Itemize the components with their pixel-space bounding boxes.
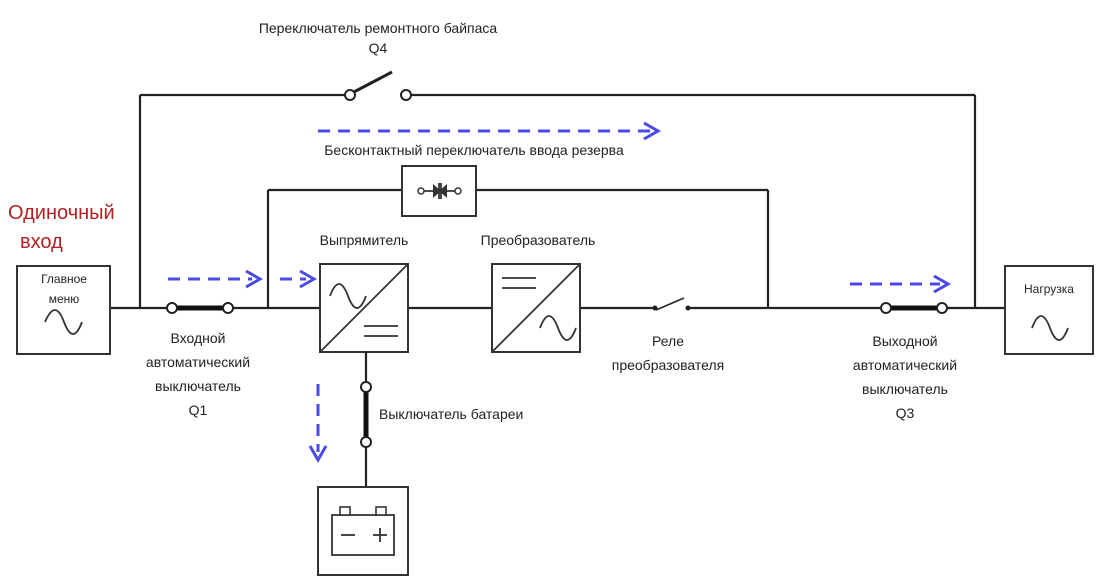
static-switch-branch xyxy=(266,188,770,308)
input-breaker-q1 xyxy=(166,302,234,314)
load-label: Нагрузка xyxy=(1024,282,1074,296)
bypass-contact-left xyxy=(344,89,356,101)
output-breaker-line3: выключатель xyxy=(862,381,948,397)
ac-symbol-icon xyxy=(329,283,367,309)
battery-branch xyxy=(360,352,372,487)
main-input-box xyxy=(16,265,111,355)
output-breaker-line1: Выходной xyxy=(872,333,937,349)
input-flow-arrow-2 xyxy=(280,269,318,289)
bypass-flow-arrow xyxy=(318,121,662,141)
rectifier-box xyxy=(319,263,409,353)
ac-source-icon xyxy=(44,309,83,335)
battery-flow-arrow xyxy=(308,384,328,464)
inverter-relay-line2: преобразователя xyxy=(612,357,725,373)
output-breaker-q3 xyxy=(880,302,948,314)
inverter-box xyxy=(491,263,581,353)
rectifier-label: Выпрямитель xyxy=(320,232,409,248)
input-mode-line1: Одиночный xyxy=(8,202,115,224)
inverter-label: Преобразователь xyxy=(481,232,596,248)
input-breaker-code: Q1 xyxy=(189,402,208,418)
main-input-line2: меню xyxy=(49,292,80,306)
battery-switch-label: Выключатель батареи xyxy=(379,406,523,422)
bypass-switch-q4 xyxy=(344,70,412,101)
load-box xyxy=(1004,265,1094,355)
output-breaker-line2: автоматический xyxy=(853,357,957,373)
static-switch xyxy=(401,165,477,217)
output-flow-arrow xyxy=(850,274,952,294)
bypass-switch-code: Q4 xyxy=(369,40,388,56)
battery-box xyxy=(317,486,409,576)
ac-output-icon xyxy=(539,315,577,341)
bypass-contact-right xyxy=(400,89,412,101)
input-flow-arrow-1 xyxy=(168,269,264,289)
input-mode-line2: вход xyxy=(20,231,63,253)
static-switch-label: Бесконтактный переключатель ввода резерв… xyxy=(324,142,624,158)
ac-load-icon xyxy=(1031,315,1069,341)
input-breaker-line2: автоматический xyxy=(146,354,250,370)
bypass-line xyxy=(138,93,977,308)
output-breaker-code: Q3 xyxy=(896,405,915,421)
input-breaker-line3: выключатель xyxy=(155,378,241,394)
input-breaker-line1: Входной xyxy=(170,330,225,346)
bypass-switch-title: Переключатель ремонтного байпаса xyxy=(259,20,498,36)
main-input-line1: Главное xyxy=(41,272,87,286)
inverter-relay-line1: Реле xyxy=(652,333,684,349)
inverter-relay xyxy=(652,297,691,311)
